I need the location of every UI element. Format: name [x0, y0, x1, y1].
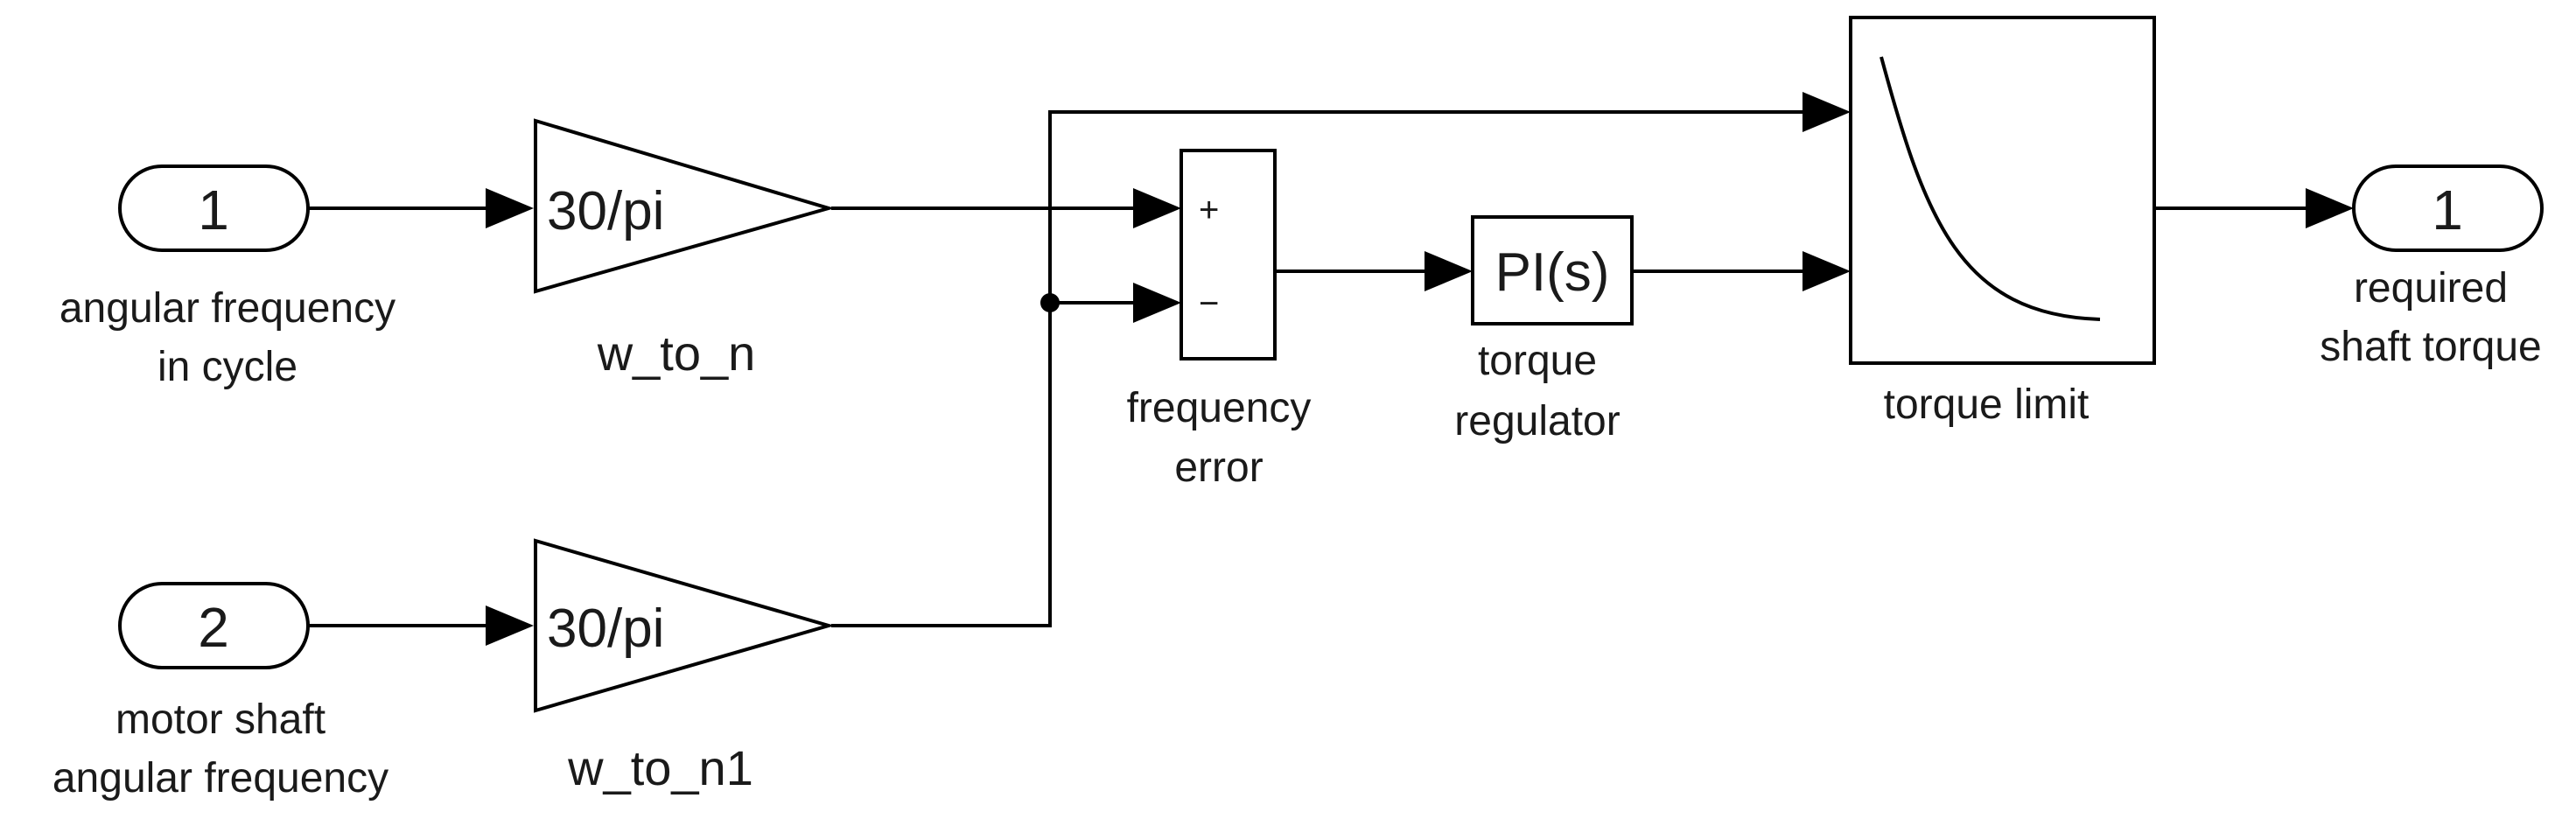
outport-label-line1: required [2354, 265, 2508, 312]
lookup-block-shape[interactable] [1849, 16, 2156, 365]
inport-2-label-line1: motor shaft [116, 696, 326, 743]
arrowhead-pi-input [1424, 251, 1473, 291]
gain-1-triangle[interactable] [534, 118, 836, 294]
pi-block-shape[interactable] [1471, 215, 1634, 326]
pi-label-line2: regulator [1454, 398, 1620, 444]
sum-minus-sign: − [1199, 284, 1219, 323]
gain-2-expression: 30/pi [547, 598, 664, 659]
gain-block-1[interactable]: 30/pi [534, 118, 836, 294]
arrowhead-sum-minus [1133, 283, 1181, 323]
arrowhead-sum-plus [1133, 188, 1181, 228]
arrowheads [486, 92, 2354, 646]
arrowhead-gain2-input [486, 606, 534, 646]
pi-block-text: PI(s) [1495, 242, 1610, 303]
outport-1-shape[interactable] [2352, 164, 2544, 252]
arrowhead-lookup-bottom [1802, 251, 1851, 291]
wire-gain2-feedback[interactable] [831, 110, 1807, 627]
torque-limit-lookup-block[interactable] [1849, 16, 2156, 365]
arrowhead-gain1-input [486, 188, 534, 228]
gain-2-name: w_to_n1 [567, 740, 753, 795]
gain-block-2[interactable]: 30/pi [534, 538, 836, 713]
outport-1[interactable]: 1 [2352, 164, 2544, 252]
lookup-curve-icon [1880, 56, 2101, 321]
pi-controller-block[interactable]: PI(s) [1471, 215, 1634, 326]
signal-lines [308, 110, 2310, 627]
pi-label-line1: torque [1478, 338, 1597, 384]
inport-2[interactable]: 2 [118, 582, 310, 669]
gain-1-expression: 30/pi [547, 181, 664, 242]
arrowhead-outport [2306, 188, 2354, 228]
inport-1-label-line1: angular frequency [60, 285, 396, 332]
inport-1-number: 1 [198, 178, 229, 242]
outport-1-number: 1 [2432, 178, 2463, 242]
inport-1-label-line2: in cycle [158, 344, 298, 390]
lookup-label: torque limit [1884, 382, 2090, 428]
gain-1-name: w_to_n [597, 326, 756, 381]
inport-1[interactable]: 1 [118, 164, 310, 252]
sum-block-shape[interactable] [1180, 149, 1277, 360]
inport-1-shape[interactable] [118, 164, 310, 252]
sum-label-line2: error [1174, 444, 1263, 491]
arrowhead-lookup-top [1802, 92, 1851, 132]
sum-plus-sign: + [1199, 191, 1219, 229]
outport-label-line2: shaft torque [2320, 324, 2542, 370]
branch-point [1040, 293, 1060, 312]
inport-2-label-line2: angular frequency [52, 755, 388, 802]
inport-2-shape[interactable] [118, 582, 310, 669]
inport-2-number: 2 [198, 596, 229, 659]
sum-block[interactable]: + − [1180, 149, 1277, 360]
sum-label-line1: frequency [1127, 385, 1312, 431]
gain-2-triangle[interactable] [534, 538, 836, 713]
